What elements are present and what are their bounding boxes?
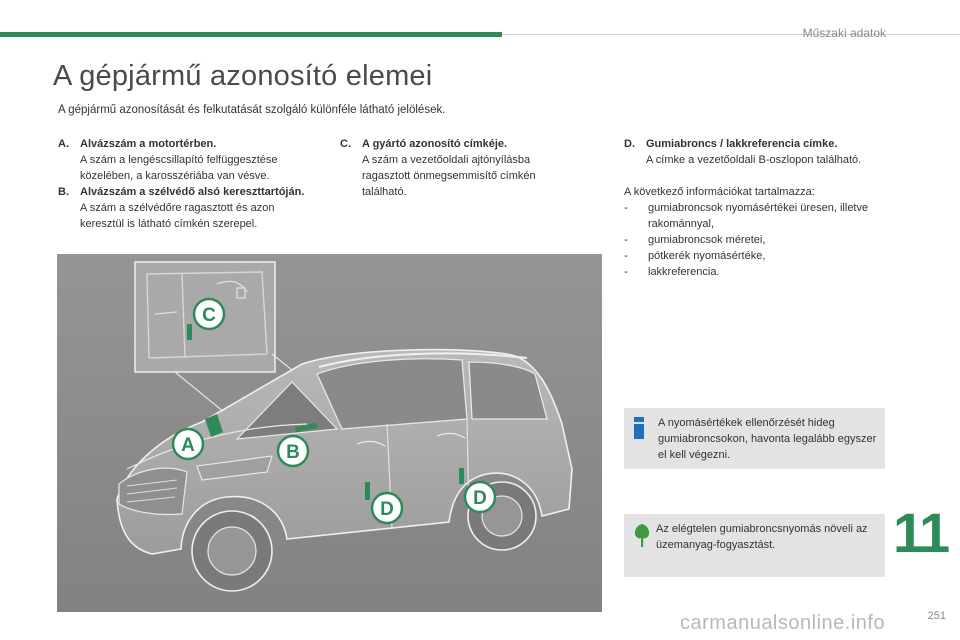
eco-note-text: Az elégtelen gumiabroncsnyomás növeli az… [656, 523, 868, 551]
vehicle-drawing: C A B D D [57, 254, 602, 612]
item-d-lead: A következő információkat tartalmazza: [624, 186, 815, 198]
callout-a-label: A [181, 435, 195, 456]
item-c-heading: A gyártó azonosító címkéje. [362, 138, 508, 150]
section-label: Műszaki adatok [802, 26, 886, 40]
page-number: 251 [927, 610, 946, 622]
callout-b: B [276, 434, 310, 468]
callout-d-front: D [370, 491, 404, 525]
list-item: gumiabroncsok nyomásértékei üresen, ille… [624, 200, 884, 232]
callout-d-rear: D [463, 480, 497, 514]
callout-d-rear-label: D [473, 488, 487, 509]
item-c: C. A gyártó azonosító címkéje. A szám a … [340, 136, 580, 200]
chapter-number: 11 [893, 501, 950, 564]
list-item: gumiabroncsok méretei, [624, 232, 884, 248]
eco-note: Az elégtelen gumiabroncsnyomás növeli az… [624, 514, 885, 577]
info-icon [634, 417, 644, 439]
header-rule [502, 34, 960, 35]
callout-d-front-label: D [380, 499, 394, 520]
callout-c-label: C [202, 305, 216, 326]
vehicle-illustration: C A B D D [57, 254, 602, 612]
item-c-letter: C. [340, 138, 351, 150]
list-item: pótkerék nyomásértéke, [624, 248, 884, 264]
watermark: carmanualsonline.info [680, 612, 886, 634]
item-a-heading: Alvázszám a motortérben. [80, 138, 217, 150]
list-item: lakkreferencia. [624, 264, 884, 280]
item-c-body: A szám a vezetőoldali ajtónyílásba ragas… [362, 154, 536, 198]
callout-a: A [171, 427, 205, 461]
intro-text: A gépjármű azonosítását és felkutatását … [58, 104, 446, 116]
item-a: A. Alvázszám a motortérben. A szám a len… [58, 136, 308, 184]
car-body [116, 348, 573, 592]
item-d-list: gumiabroncsok nyomásértékei üresen, ille… [624, 200, 884, 280]
item-d-body: A címke a vezetőoldali B-oszlopon találh… [646, 154, 862, 166]
callout-b-label: B [286, 442, 300, 463]
eco-leaf-icon [634, 524, 650, 547]
callout-c: C [192, 297, 226, 331]
info-note: A nyomásértékek ellenőrzését hideg gumia… [624, 408, 885, 469]
item-d-details: A következő információkat tartalmazza: g… [624, 184, 884, 280]
info-note-text: A nyomásértékek ellenőrzését hideg gumia… [658, 417, 877, 461]
item-a-letter: A. [58, 138, 69, 150]
item-b-heading: Alvázszám a szélvédő alsó kereszttartójá… [80, 186, 305, 198]
page-title: A gépjármű azonosító elemei [53, 60, 433, 92]
item-b-body: A szám a szélvédőre ragasztott és azon k… [80, 202, 275, 230]
item-d: D. Gumiabroncs / lakkreferencia címke. A… [624, 136, 874, 168]
header-accent-bar [0, 32, 502, 37]
item-d-heading: Gumiabroncs / lakkreferencia címke. [646, 138, 838, 150]
item-b-letter: B. [58, 186, 69, 198]
item-d-letter: D. [624, 138, 635, 150]
item-a-body: A szám a lengéscsillapító felfüggesztése… [80, 154, 278, 182]
item-b: B. Alvázszám a szélvédő alsó kereszttart… [58, 184, 308, 232]
